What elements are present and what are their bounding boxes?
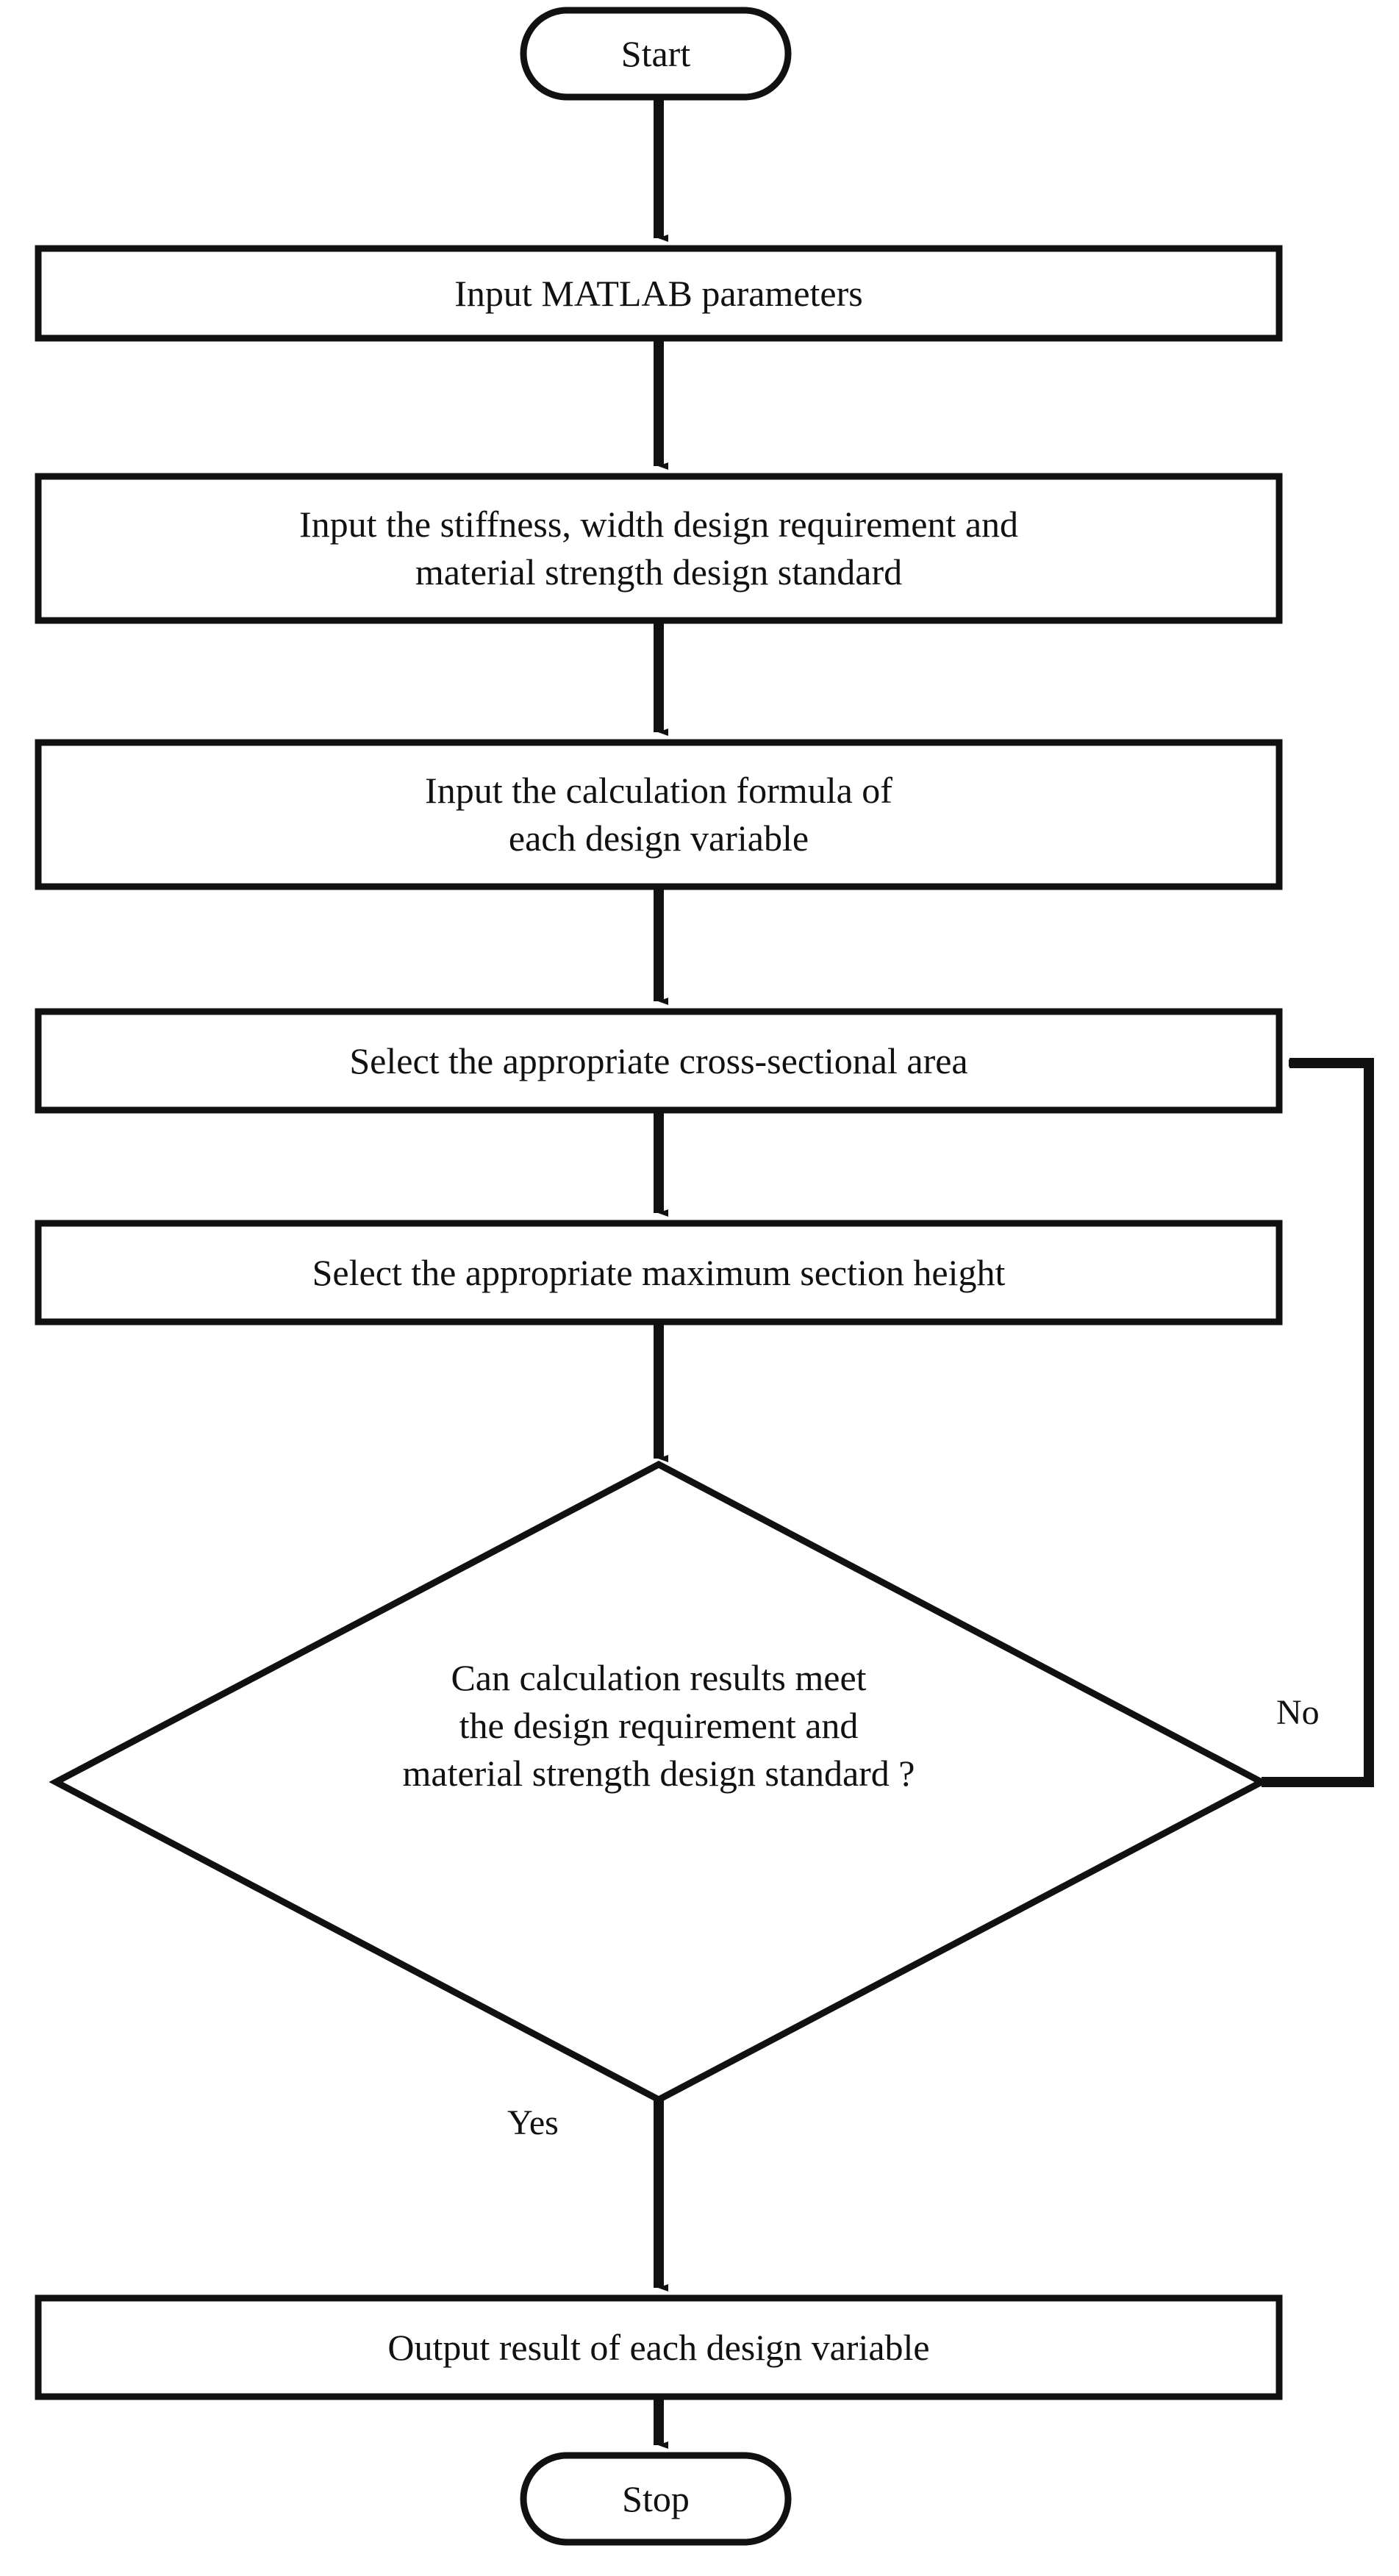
edge-label-yes: Yes [507,2103,559,2142]
shape-select-maximum-section-height[interactable] [35,1220,1283,1325]
edge-label-no: No [1276,1693,1320,1732]
shape-decision-check-requirements[interactable] [49,1460,1269,2104]
shape-select-cross-sectional-area[interactable] [35,1008,1283,1114]
shape-input-calculation-formula[interactable] [35,739,1283,890]
shape-input-design-requirements[interactable] [35,473,1283,624]
shape-stop[interactable] [520,2452,792,2546]
shape-start[interactable] [520,7,792,101]
shape-input-matlab-parameters[interactable] [35,245,1283,342]
edge-decision-no-feedback [1262,1058,1374,1787]
shape-output-result[interactable] [35,2294,1283,2400]
